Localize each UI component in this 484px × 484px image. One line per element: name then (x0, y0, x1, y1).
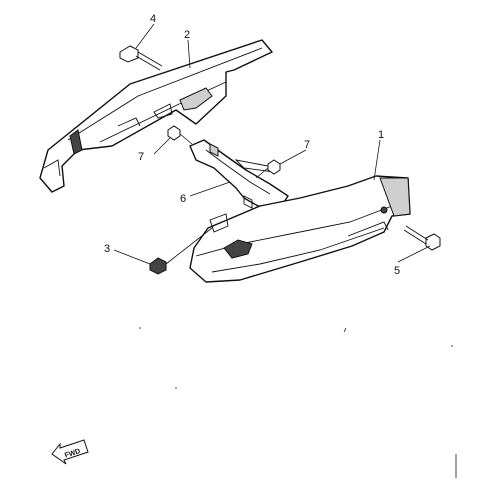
bolt-part-5 (403, 225, 441, 251)
scan-marks (139, 327, 457, 478)
upper-cover-part-2 (39, 39, 273, 193)
callout-7-left: 7 (138, 151, 144, 163)
lower-cover-part-1 (189, 175, 411, 283)
bolt-part-7-left (167, 125, 193, 145)
callout-7-right: 7 (304, 139, 310, 151)
bolt-part-3 (149, 227, 213, 275)
callout-3: 3 (104, 243, 110, 255)
leader-lines (113, 23, 431, 265)
bolt-part-7-right (255, 159, 281, 179)
bolt-part-4 (119, 45, 163, 71)
callout-6: 6 (180, 193, 186, 205)
callout-4: 4 (150, 13, 156, 25)
fwd-label: FWD (64, 448, 81, 460)
fwd-arrow-icon: FWD (51, 439, 89, 465)
callout-2: 2 (184, 29, 190, 41)
callout-1: 1 (378, 129, 384, 141)
callout-5: 5 (394, 265, 400, 277)
